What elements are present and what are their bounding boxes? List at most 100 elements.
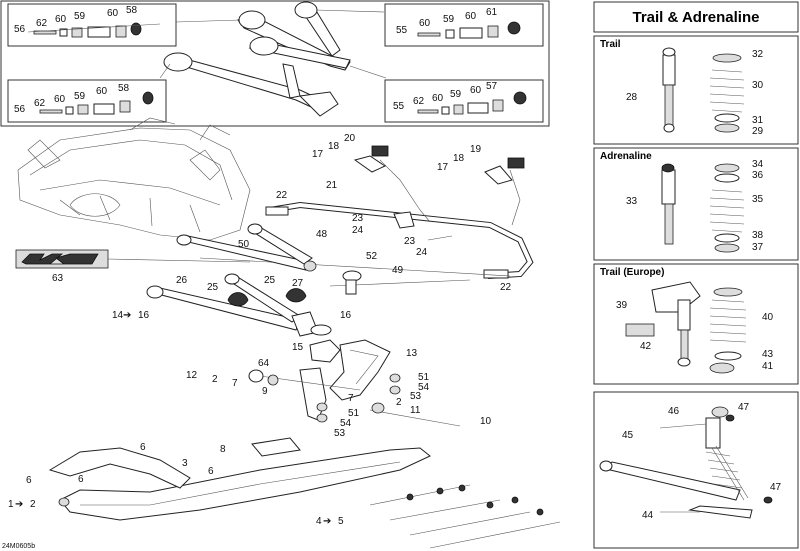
callout: 34 [752, 159, 764, 170]
callout: 9 [262, 386, 268, 397]
callout: 35 [752, 194, 764, 205]
callout: 27 [292, 278, 304, 289]
callout: 41 [762, 361, 774, 372]
callout: 3 [182, 458, 188, 469]
callout: 31 [752, 115, 764, 126]
callout: 25 [264, 275, 276, 286]
callout: 42 [640, 341, 652, 352]
section-title-trail: Trail [600, 39, 621, 50]
callout: 7 [348, 393, 354, 404]
callout: 12 [186, 370, 198, 381]
anti-roll-bar [199, 159, 534, 287]
spindle [248, 339, 461, 427]
callout: 28 [626, 92, 638, 103]
callout: 60 [96, 86, 108, 97]
callout: 56 [14, 104, 26, 115]
bolt-stack-2 [417, 21, 521, 39]
callout: 2 [212, 374, 218, 385]
callout: 36 [752, 170, 764, 181]
callout: 59 [450, 89, 462, 100]
callout: 38 [752, 230, 764, 241]
callout: 54 [418, 382, 430, 393]
callout: 23 [352, 213, 364, 224]
callout: 18 [453, 153, 465, 164]
upper-a-arm-assembly [176, 223, 362, 295]
callout: 6 [78, 474, 84, 485]
section-title-adrenaline: Adrenaline [600, 151, 652, 162]
callout: 4 [316, 516, 322, 527]
callout: 56 [14, 24, 26, 35]
callout: 55 [393, 101, 405, 112]
callout: 52 [366, 251, 378, 262]
bolt-stack-1 [27, 22, 161, 38]
carbide-runners [369, 484, 561, 549]
trail-frame [593, 35, 799, 145]
callout: 51 [348, 408, 360, 419]
callout: 53 [334, 428, 346, 439]
callout: 47 [770, 482, 782, 493]
callout: 6 [140, 442, 146, 453]
trail-shock [662, 47, 745, 133]
bolt-detail-box-3: 58 60 59 60 62 56 [7, 79, 167, 123]
bolt-stack-3 [39, 91, 154, 115]
callout: 6 [208, 466, 214, 477]
rear-detail-frame [593, 391, 799, 549]
callout: 15 [292, 342, 304, 353]
callout: 62 [36, 18, 48, 29]
callout: 17 [437, 162, 449, 173]
callout: 2 [396, 397, 402, 408]
bolt-stack-4 [417, 91, 527, 115]
top-detail-frame [0, 0, 550, 127]
bolt-detail-box-2: 61 60 59 60 55 [384, 3, 544, 47]
callout: 40 [762, 312, 774, 323]
callout: 10 [480, 416, 492, 427]
callout: 51 [418, 372, 430, 383]
callout: 47 [738, 402, 750, 413]
callout: 16 [340, 310, 352, 321]
callout: 60 [465, 11, 477, 22]
callout: 61 [486, 7, 498, 18]
adrenaline-shock [661, 163, 745, 253]
callout: 60 [107, 8, 119, 19]
trail-europe-frame [593, 263, 799, 385]
adrenaline-frame [593, 147, 799, 261]
callout: 33 [626, 196, 638, 207]
callout: 7 [232, 378, 238, 389]
callout: 20 [344, 133, 356, 144]
bolt-detail-box-1: 58 60 59 60 62 56 [7, 3, 177, 47]
callout: 46 [668, 406, 680, 417]
bolt-detail-box-4: 57 60 59 60 62 55 [384, 79, 544, 123]
callout: 43 [762, 349, 774, 360]
callout: 37 [752, 242, 764, 253]
callout: 22 [276, 190, 288, 201]
callout: 63 [52, 273, 64, 284]
callout: 18 [328, 141, 340, 152]
callout: 60 [470, 85, 482, 96]
callout: 39 [616, 300, 628, 311]
callout: 49 [392, 265, 404, 276]
right-panel: Trail & Adrenaline Trail 32 30 28 31 29 … [593, 1, 799, 549]
callout: 17 [312, 149, 324, 160]
section-title-trail-europe: Trail (Europe) [600, 267, 664, 278]
callout: 48 [316, 229, 328, 240]
callout: 23 [404, 236, 416, 247]
callout: 26 [176, 275, 188, 286]
upper-a-arm [163, 1, 351, 117]
callout: 25 [207, 282, 219, 293]
callout: 13 [406, 348, 418, 359]
callout: 57 [486, 81, 498, 92]
callout: 62 [413, 96, 425, 107]
callout: 55 [396, 25, 408, 36]
callout: 14 [112, 310, 124, 321]
callout: 29 [752, 126, 764, 137]
callout: 59 [443, 14, 455, 25]
callout: 11 [410, 405, 421, 416]
page-title: Trail & Adrenaline [633, 9, 760, 26]
callout: 53 [410, 391, 422, 402]
callout: 60 [432, 93, 444, 104]
rear-shock-assembly [599, 406, 773, 519]
callout: 59 [74, 91, 86, 102]
ski [48, 437, 431, 521]
lower-a-arm-assembly [146, 273, 332, 337]
